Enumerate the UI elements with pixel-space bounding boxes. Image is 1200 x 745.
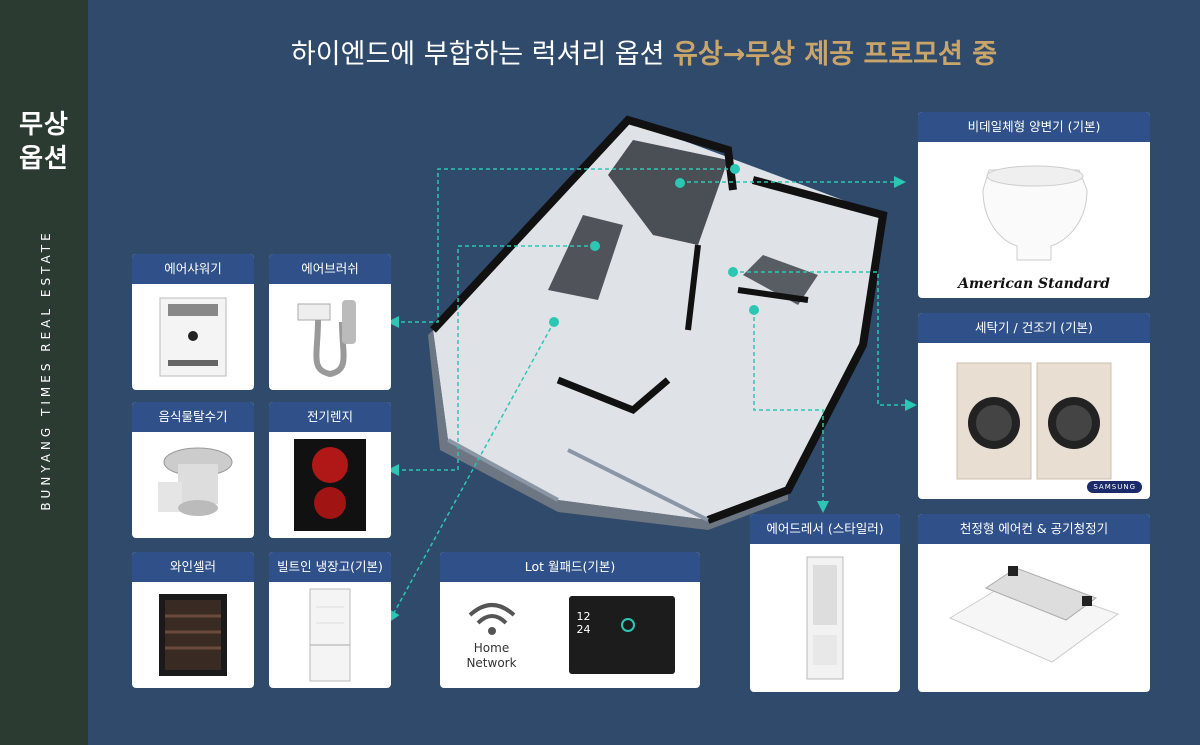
sidebar: 무상 옵션 BUNYANG TIMES REAL ESTATE [0, 0, 88, 745]
wall-interior-1 [556, 376, 671, 415]
side-title-line2: 옵션 [19, 144, 69, 174]
wallpad-clock-hours: 12 [576, 610, 591, 623]
card-title: 비데일체형 양변기 (기본) [918, 112, 1150, 142]
card-iot-wallpad[interactable]: Lot 월패드(기본) Home Network 12 24 [440, 552, 700, 688]
marker-dot [730, 164, 740, 174]
window-south-2 [567, 448, 709, 522]
home-network-line1: Home [473, 641, 510, 655]
card-title: 에어브러쉬 [269, 254, 391, 284]
wallpad-status-icon [620, 618, 635, 632]
bidet-brand: American Standard [958, 276, 1110, 292]
side-title-line1: 무상 [19, 110, 69, 140]
wallpad-clock: 12 24 [577, 610, 591, 636]
card-image [269, 284, 391, 390]
marker-dot [590, 241, 600, 251]
card-image [918, 343, 1150, 499]
card-title: 에어드레서 (스타일러) [750, 514, 900, 544]
card-ceiling-ac[interactable]: 천정형 에어컨 & 공기청정기 [918, 514, 1150, 692]
card-image [132, 582, 254, 688]
card-image [132, 284, 254, 390]
card-electric-range[interactable]: 전기렌지 [269, 402, 391, 538]
home-network: Home Network [466, 599, 518, 671]
page-title: 하이엔드에 부합하는 럭셔리 옵션 유상→무상 제공 프로모션 중 [88, 32, 1200, 71]
marker-dot [749, 305, 759, 315]
page-title-prefix: 하이엔드에 부합하는 럭셔리 옵션 [290, 39, 674, 70]
connector-washer [733, 271, 917, 411]
card-air-dresser[interactable]: 에어드레서 (스타일러) [750, 514, 900, 692]
wall-interior-2 [685, 244, 701, 331]
bathroom-2 [548, 215, 623, 300]
card-wine-cellar[interactable]: 와인셀러 [132, 552, 254, 688]
air-dresser-icon [806, 556, 844, 680]
card-washer-dryer[interactable]: 세탁기 / 건조기 (기본) SAMSUNG [918, 313, 1150, 499]
card-image [132, 432, 254, 538]
fridge-icon [309, 588, 351, 682]
bathroom-1 [608, 140, 728, 245]
card-image [269, 432, 391, 538]
card-title: 빌트인 냉장고(기본) [269, 552, 391, 582]
side-vertical-text: BUNYANG TIMES REAL ESTATE [39, 229, 53, 511]
connector-air-shower [387, 168, 735, 328]
card-image [750, 544, 900, 692]
card-title: 세탁기 / 건조기 (기본) [918, 313, 1150, 343]
window-south [447, 438, 559, 502]
main-panel: 하이엔드에 부합하는 럭셔리 옵션 유상→무상 제공 프로모션 중 [88, 0, 1200, 745]
marker-dot [675, 178, 685, 188]
side-title: 무상 옵션 [0, 108, 88, 176]
floor-slab [433, 120, 883, 520]
card-title: 천정형 에어컨 & 공기청정기 [918, 514, 1150, 544]
card-image [918, 142, 1150, 298]
connector-fridge [388, 321, 555, 623]
card-food-dehydrator[interactable]: 음식물탈수기 [132, 402, 254, 538]
card-bidet[interactable]: 비데일체형 양변기 (기본) American Standard [918, 112, 1150, 298]
wall-interior-3 [737, 287, 809, 303]
ceiling-ac-icon [948, 566, 1120, 663]
air-shower-icon [159, 297, 227, 377]
connector-dresser [753, 310, 829, 513]
wifi-icon [468, 603, 515, 635]
wall-east [706, 176, 888, 524]
toilet-icon [982, 165, 1088, 261]
card-title: 와인셀러 [132, 552, 254, 582]
utility-room [743, 255, 818, 305]
page-title-accent: 유상→무상 제공 프로모션 중 [673, 39, 998, 70]
card-builtin-fridge[interactable]: 빌트인 냉장고(기본) [269, 552, 391, 688]
wine-cellar-icon [159, 594, 227, 676]
card-title: 에어샤워기 [132, 254, 254, 284]
electric-range-icon [294, 439, 366, 531]
connector-range [387, 245, 595, 476]
card-title: 음식물탈수기 [132, 402, 254, 432]
card-image: Home Network 12 24 [440, 582, 700, 688]
marker-dot [549, 317, 559, 327]
card-image [918, 544, 1150, 692]
card-title: Lot 월패드(기본) [440, 552, 700, 582]
air-brush-icon [297, 300, 356, 378]
washer-dryer-icon [956, 362, 1112, 480]
washer-brand: SAMSUNG [1087, 481, 1142, 493]
card-image [269, 582, 391, 688]
card-title: 전기렌지 [269, 402, 391, 432]
food-dehydrator-icon [158, 447, 233, 516]
marker-dot [728, 267, 738, 277]
floor-plan [387, 115, 917, 623]
card-air-brush[interactable]: 에어브러쉬 [269, 254, 391, 390]
home-network-line2: Network [466, 656, 517, 670]
wallpad-clock-minutes: 24 [576, 623, 591, 636]
card-air-shower[interactable]: 에어샤워기 [132, 254, 254, 390]
wallpad-device: 12 24 [568, 596, 675, 674]
